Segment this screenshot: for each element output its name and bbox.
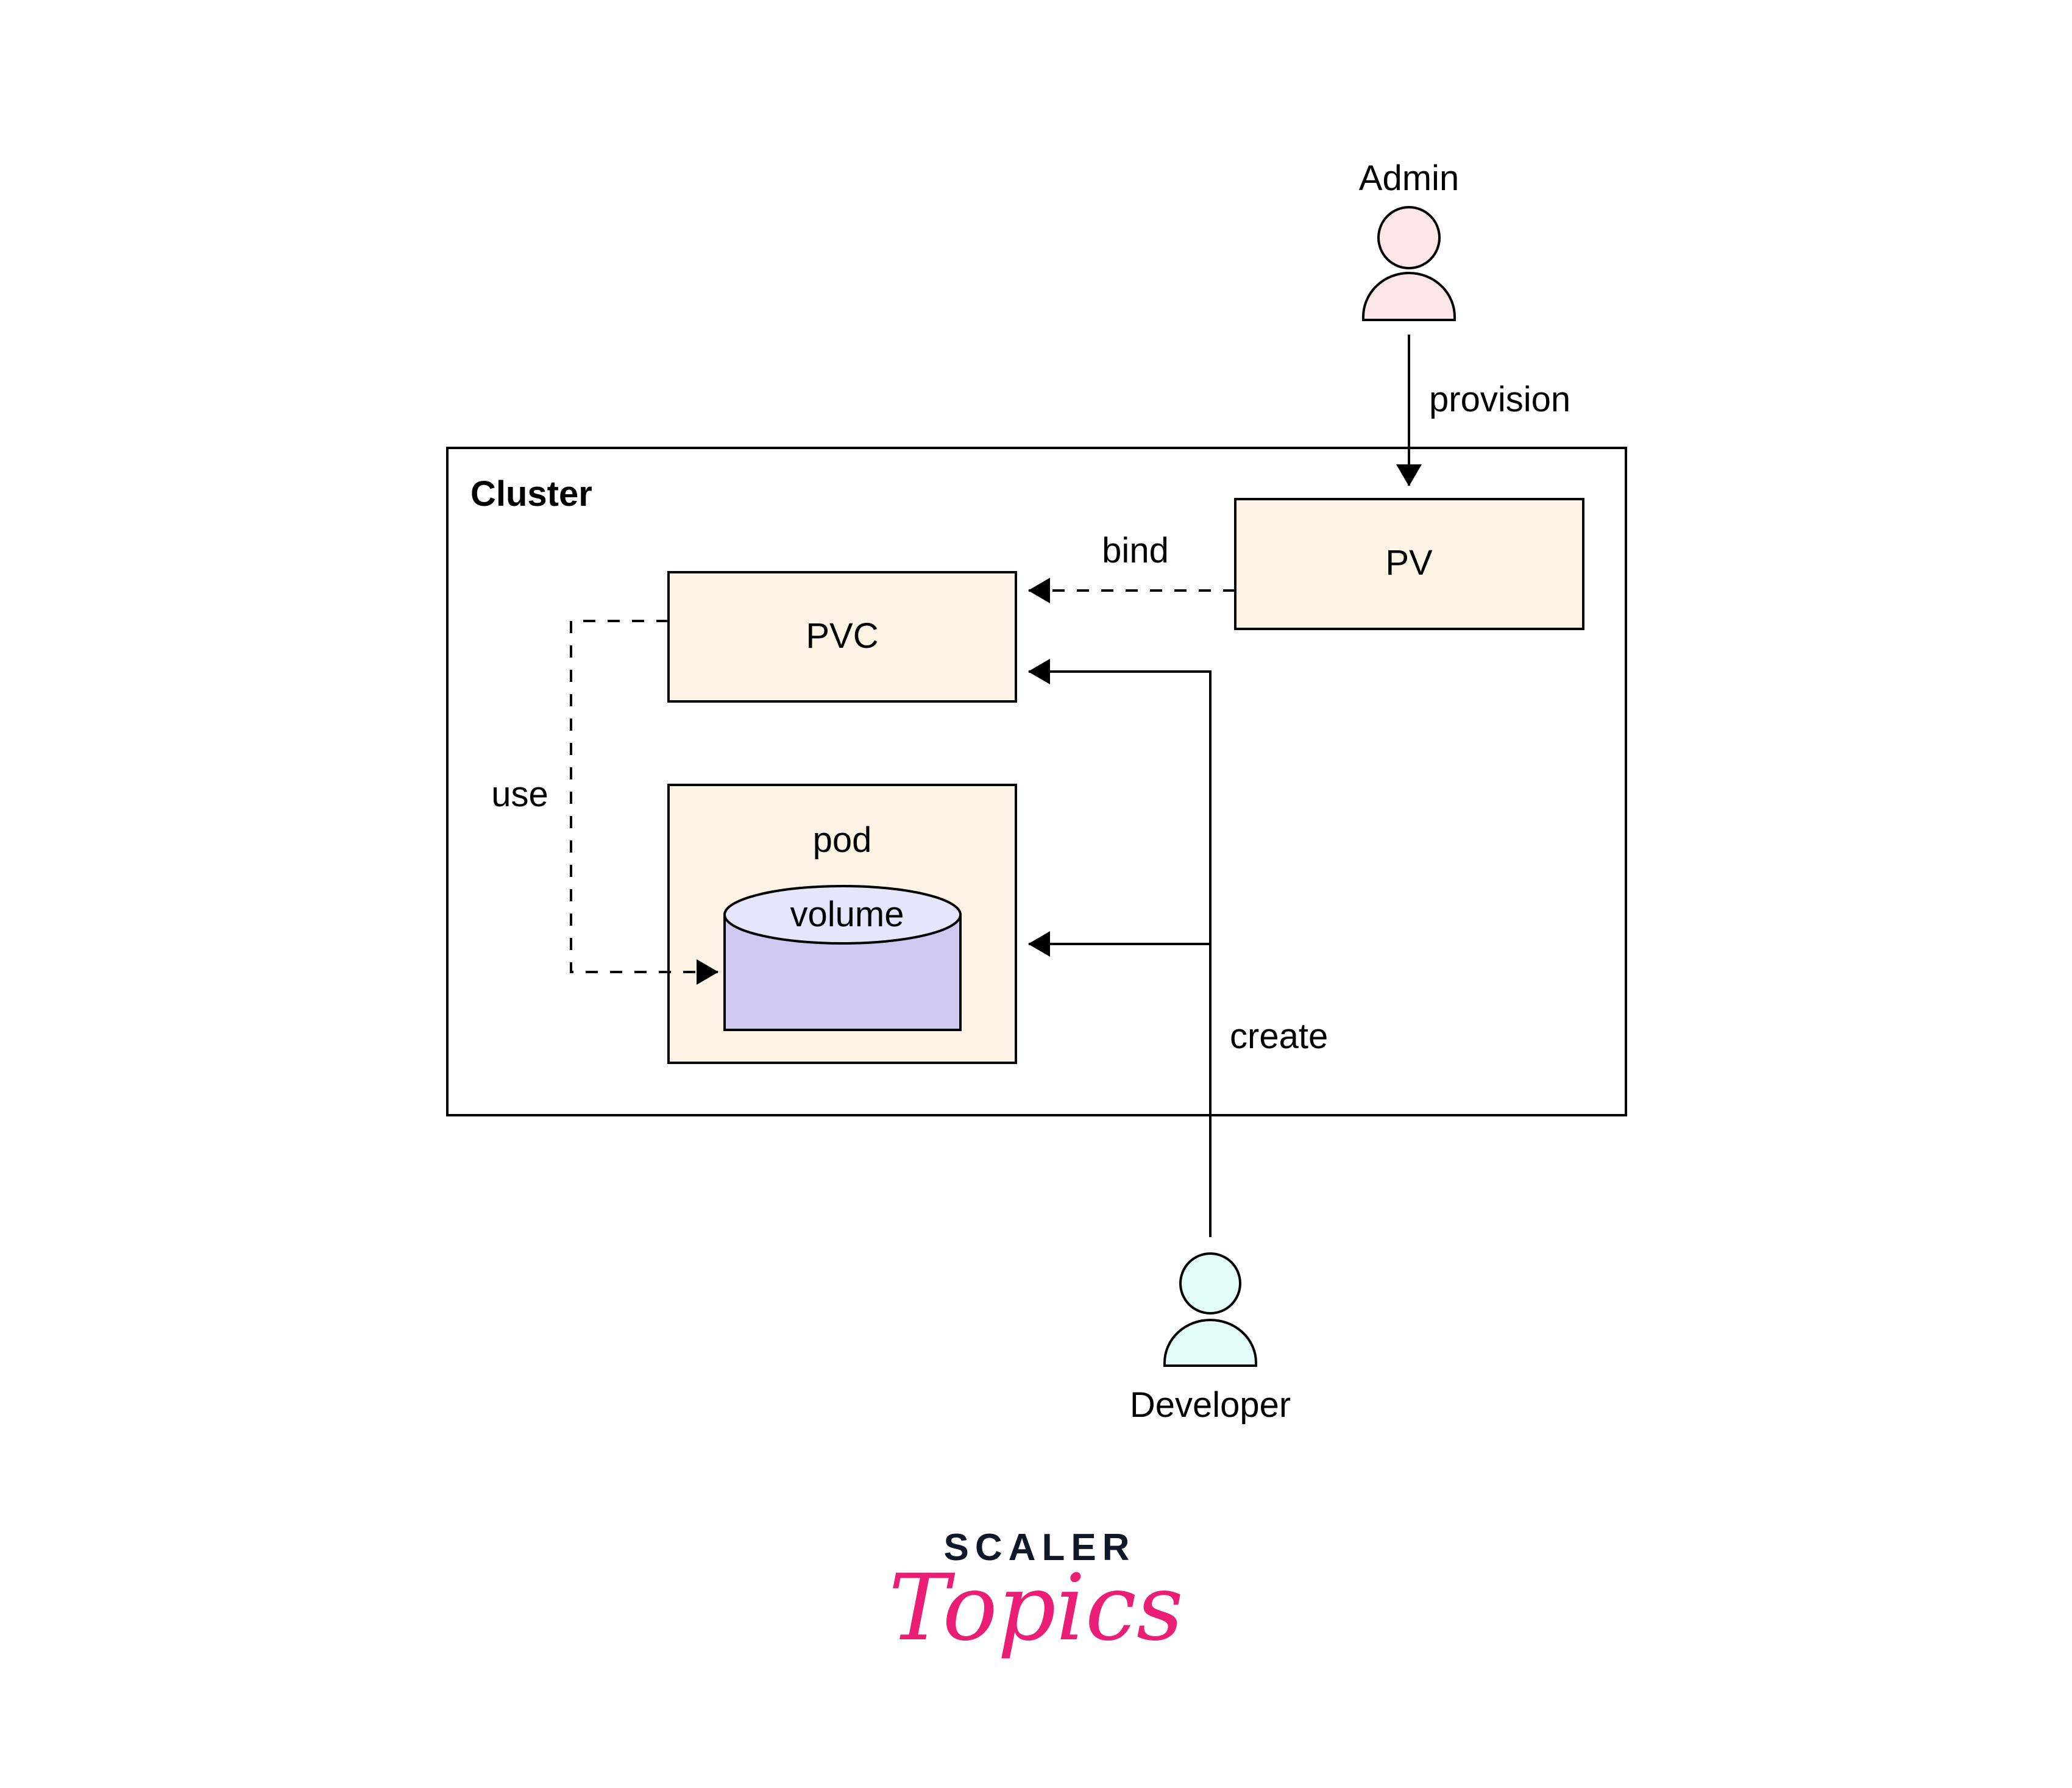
pod-node[interactable]: pod volume: [667, 784, 1017, 1064]
developer-head-icon: [1179, 1252, 1241, 1314]
pv-node[interactable]: PV: [1234, 498, 1584, 630]
pvc-box[interactable]: [667, 571, 1017, 703]
developer-label: Developer: [1130, 1385, 1291, 1425]
logo-topics-text: Topics: [889, 1555, 1183, 1661]
logo-scaler-text: SCALER: [944, 1527, 1136, 1569]
use-arrow[interactable]: [570, 620, 718, 985]
admin-body-icon: [1362, 272, 1456, 321]
cluster-label: Cluster: [470, 474, 592, 514]
volume-label: volume: [790, 895, 904, 934]
create-pvc-arrow[interactable]: [1028, 659, 1212, 1237]
bind-label: bind: [1102, 531, 1169, 570]
developer-actor[interactable]: Developer: [1130, 1252, 1291, 1425]
admin-label: Admin: [1359, 158, 1459, 198]
pv-box[interactable]: [1234, 498, 1584, 630]
pv-label: PV: [1385, 543, 1433, 583]
pvc-node[interactable]: PVC: [667, 571, 1017, 703]
pvc-label: PVC: [806, 616, 878, 656]
admin-actor[interactable]: Admin: [1359, 158, 1459, 321]
use-label: use: [491, 775, 548, 814]
create-label: create: [1230, 1016, 1328, 1056]
scaler-topics-logo: SCALER Topics: [889, 1527, 1183, 1661]
volume-top: [723, 885, 962, 945]
admin-head-icon: [1377, 206, 1441, 269]
volume-cylinder[interactable]: volume: [723, 885, 962, 1031]
provision-label: provision: [1429, 380, 1570, 419]
developer-body-icon: [1163, 1319, 1257, 1367]
pod-label: pod: [813, 820, 872, 860]
